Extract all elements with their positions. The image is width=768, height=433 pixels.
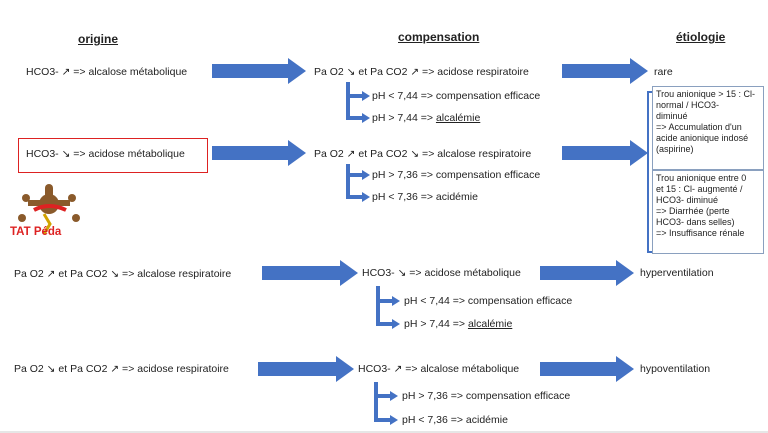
origin-row-1: HCO3- ↗ => alcalose métabolique (26, 66, 188, 78)
bent-arrow-4a (374, 382, 392, 398)
origin-row-2: HCO3- ↘ => acidose métabolique (26, 148, 185, 160)
bent-arrow-2b (346, 175, 364, 199)
arrow-origin-to-comp-2 (212, 140, 306, 166)
comp-row-4: HCO3- ↗ => alcalose métabolique (358, 363, 520, 375)
header-origine: origine (78, 32, 119, 46)
arrow-origin-to-comp-3 (262, 260, 358, 286)
etio-row-4: hypoventilation (640, 363, 711, 375)
arrow-comp-to-etio-4 (540, 356, 634, 382)
etiology-box-anion-gap-high: Trou anionique > 15 : Cl-normal / HCO3-d… (652, 86, 764, 170)
etio-row-3: hyperventilation (640, 267, 714, 279)
comp-row-3: HCO3- ↘ => acidose métabolique (362, 267, 521, 279)
ph2-row-4: pH < 7,36 => acidémie (402, 414, 508, 426)
arrow-comp-to-etio-2 (562, 140, 648, 166)
etiology-bracket (647, 91, 652, 253)
comp-row-1: Pa O2 ↘ et Pa CO2 ↗ => acidose respirato… (314, 66, 529, 78)
bent-arrow-2a (346, 164, 364, 177)
arrow-origin-to-comp-4 (258, 356, 354, 382)
arrow-comp-to-etio-3 (540, 260, 634, 286)
ph1-row-1: pH < 7,44 => compensation efficace (372, 90, 541, 102)
bent-arrow-4b (374, 396, 392, 422)
ph2-row-1: pH > 7,44 => alcalémie (372, 112, 481, 124)
arrow-origin-to-comp-1 (212, 58, 306, 84)
bent-arrow-3a (376, 286, 394, 303)
ph1-row-4: pH > 7,36 => compensation efficace (402, 390, 571, 402)
highlight-box (18, 138, 208, 173)
ph1-row-2: pH > 7,36 => compensation efficace (372, 169, 541, 181)
etio-row-1: rare (654, 66, 673, 78)
bent-arrow-3b (376, 301, 394, 326)
logo-text: TAT Péda (10, 226, 62, 238)
ph2-row-2: pH < 7,36 => acidémie (372, 191, 478, 203)
header-etiologie: étiologie (676, 30, 726, 44)
origin-row-4: Pa O2 ↘ et Pa CO2 ↗ => acidose respirato… (14, 363, 229, 375)
bent-arrow-1a (346, 82, 364, 98)
header-compensation: compensation (398, 30, 480, 44)
comp-row-2: Pa O2 ↗ et Pa CO2 ↘ => alcalose respirat… (314, 148, 532, 160)
ph2-row-3: pH > 7,44 => alcalémie (404, 318, 513, 330)
tat-peda-logo-icon (18, 184, 80, 235)
arrow-comp-to-etio-1 (562, 58, 648, 84)
ph1-row-3: pH < 7,44 => compensation efficace (404, 295, 573, 307)
origin-row-3: Pa O2 ↗ et Pa CO2 ↘ => alcalose respirat… (14, 268, 232, 280)
bent-arrow-1b (346, 96, 364, 120)
